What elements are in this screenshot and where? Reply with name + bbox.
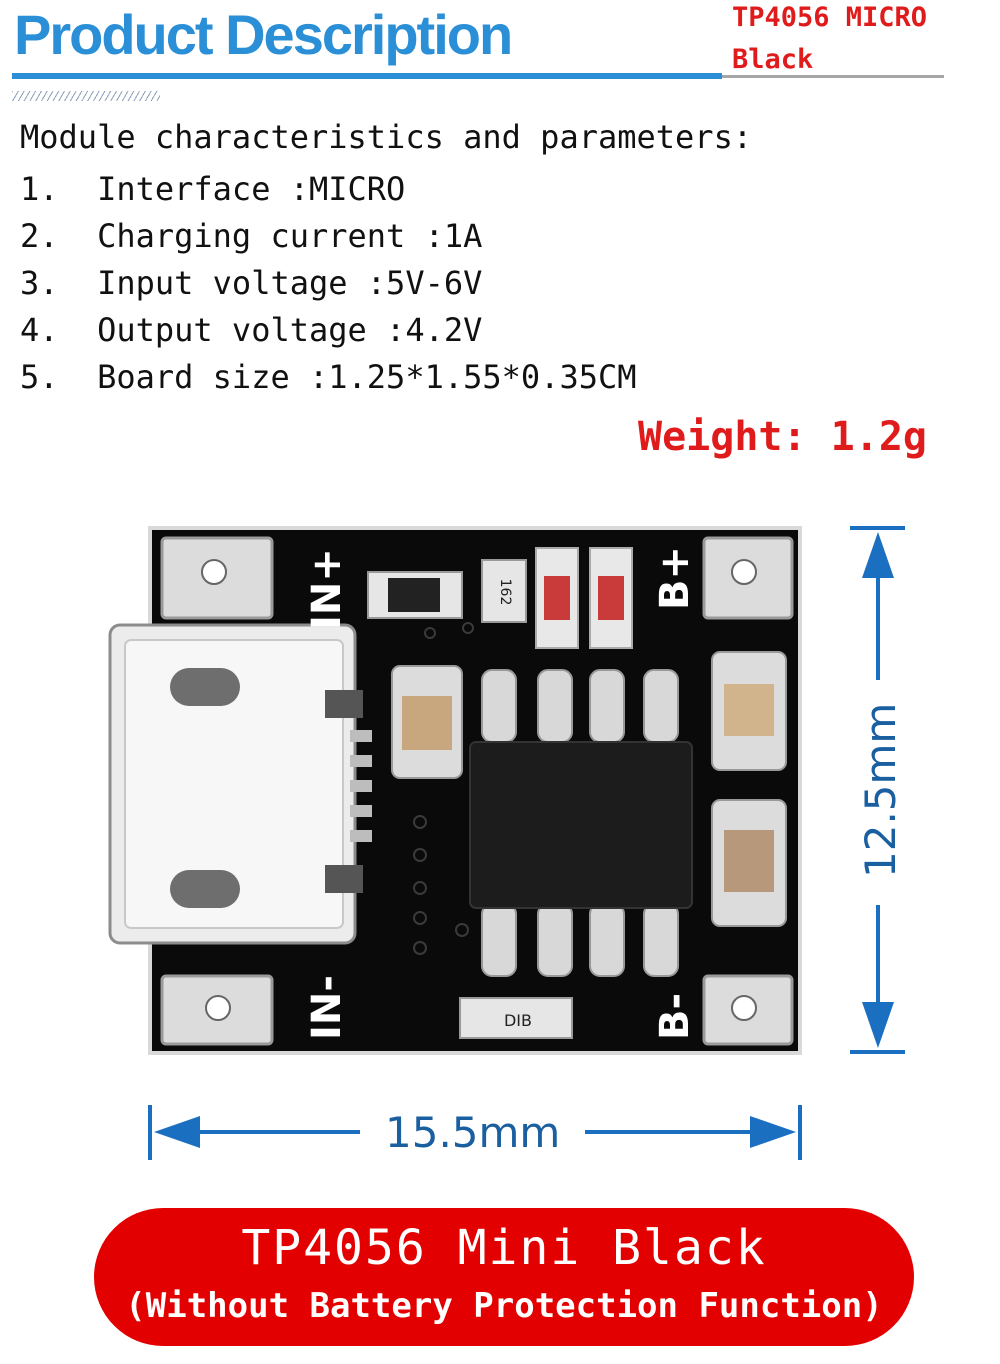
pcb-module-image: 162 DIB — [108, 526, 905, 1160]
banner-subtitle: (Without Battery Protection Function) — [125, 1286, 883, 1326]
spec-list: 1. Interface :MICRO 2. Charging current … — [20, 166, 637, 401]
diode — [459, 997, 573, 1039]
label-in-plus: IN+ — [304, 548, 350, 630]
height-dimension — [850, 526, 905, 1054]
via-holes — [413, 622, 474, 955]
spec-heading: Module characteristics and parameters: — [20, 118, 753, 156]
weight-label: Weight: 1.2g — [638, 414, 927, 460]
decorative-hatch — [12, 91, 160, 101]
label-b-plus: B+ — [652, 546, 698, 610]
resistor-code: 162 — [497, 579, 513, 606]
micro-usb-connector — [108, 623, 372, 945]
title-underline — [12, 73, 722, 79]
diode-code: DIB — [504, 1011, 532, 1030]
spec-item: 5. Board size :1.25*1.55*0.35CM — [20, 358, 637, 396]
spec-item: 3. Input voltage :5V-6V — [20, 264, 483, 302]
product-banner: TP4056 Mini Black (Without Battery Prote… — [94, 1208, 914, 1346]
height-dimension-label: 12.5mm — [856, 703, 905, 878]
label-b-minus: B- — [652, 993, 698, 1040]
width-dimension-label: 15.5mm — [385, 1108, 560, 1157]
spec-item: 2. Charging current :1A — [20, 217, 483, 255]
spec-item: 1. Interface :MICRO — [20, 170, 406, 208]
width-dimension — [148, 1105, 802, 1160]
banner-title: TP4056 Mini Black — [241, 1220, 767, 1276]
title-underline-gray — [722, 75, 944, 78]
spec-item: 4. Output voltage :4.2V — [20, 311, 483, 349]
product-model-tag: TP4056 MICRO — [732, 2, 928, 33]
tp4056-chip — [469, 669, 693, 977]
status-leds — [535, 547, 633, 649]
capacitors — [391, 651, 787, 927]
label-in-minus: IN- — [304, 975, 350, 1040]
product-color-tag: Black — [732, 44, 814, 75]
page-title: Product Description — [14, 3, 513, 66]
